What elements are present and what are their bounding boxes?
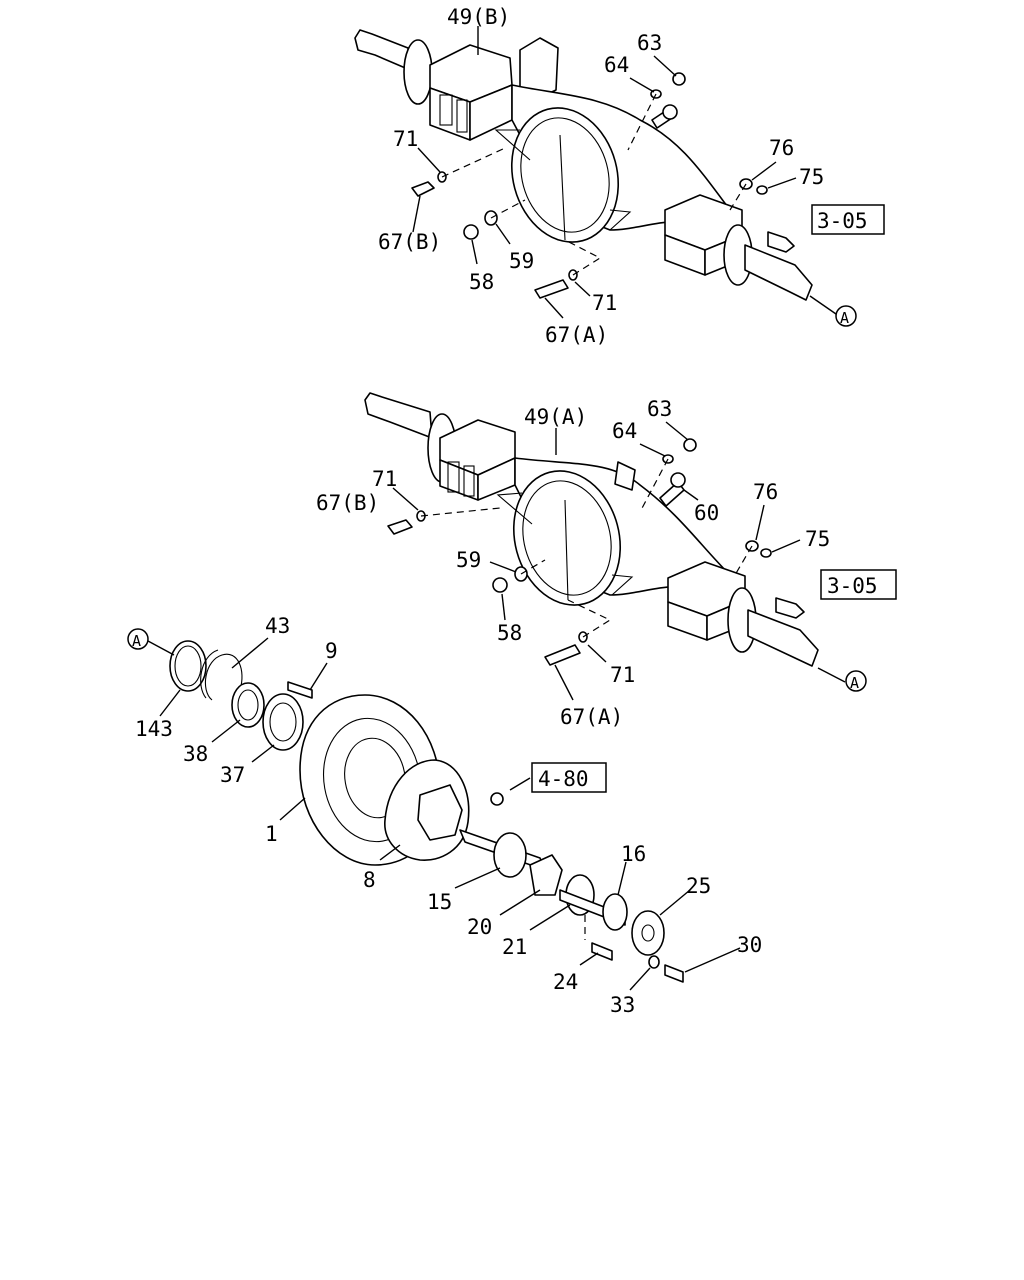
label-67b-mid: 67(B) (316, 491, 379, 515)
label-9: 9 (325, 639, 338, 663)
label-71-mid: 71 (372, 467, 397, 491)
middle-axle-housing (364, 392, 819, 667)
label-63-mid: 63 (647, 397, 672, 421)
ref-box-3-05-upper-text: 3-05 (817, 209, 868, 233)
label-67b: 67(B) (378, 230, 441, 254)
label-76: 76 (769, 136, 794, 160)
label-67a: 67(A) (545, 323, 608, 347)
hub-leader-lines (147, 637, 741, 991)
label-63: 63 (637, 31, 662, 55)
label-76-mid: 76 (753, 480, 778, 504)
circle-ref-a-hub (127, 628, 149, 650)
label-58: 58 (469, 270, 494, 294)
circle-ref-a-upper-text: A (840, 309, 849, 327)
label-60-mid: 60 (694, 501, 719, 525)
middle-leader-lines (392, 421, 846, 701)
ref-box-3-05-middle-text: 3-05 (827, 574, 878, 598)
hub-drum-assembly (169, 640, 684, 983)
label-71: 71 (393, 127, 418, 151)
label-housing-49b: 49(B) (447, 5, 510, 29)
circle-ref-a-upper (835, 305, 857, 327)
label-38: 38 (183, 742, 208, 766)
ref-box-3-05-middle (820, 569, 897, 600)
circle-ref-a-hub-text: A (132, 632, 141, 650)
label-143: 143 (135, 717, 173, 741)
label-25: 25 (686, 874, 711, 898)
label-64: 64 (604, 53, 629, 77)
label-75: 75 (799, 165, 824, 189)
label-71-lower: 71 (592, 291, 617, 315)
label-71-mid-lower: 71 (610, 663, 635, 687)
label-43: 43 (265, 614, 290, 638)
label-67a-mid: 67(A) (560, 705, 623, 729)
label-21: 21 (502, 935, 527, 959)
upper-labels: 49(B) 63 64 71 76 75 67(B) 58 59 71 67(A… (378, 5, 885, 347)
label-37: 37 (220, 763, 245, 787)
circle-ref-a-middle-text: A (850, 674, 859, 692)
upper-leader-lines (412, 26, 837, 319)
label-33: 33 (610, 993, 635, 1017)
label-16: 16 (621, 842, 646, 866)
label-8: 8 (363, 868, 376, 892)
label-20: 20 (467, 915, 492, 939)
label-30: 30 (737, 933, 762, 957)
hub-labels: A 43 9 143 38 37 1 8 15 16 20 21 25 24 3… (127, 614, 762, 1017)
label-75-mid: 75 (805, 527, 830, 551)
label-housing-49a: 49(A) (524, 405, 587, 429)
label-24: 24 (553, 970, 578, 994)
ref-box-3-05-upper (811, 204, 885, 235)
label-58-mid: 58 (497, 621, 522, 645)
upper-axle-housing (354, 29, 813, 301)
middle-labels: 49(A) 63 64 60 71 67(B) 76 75 59 58 71 6… (316, 397, 897, 729)
label-1: 1 (265, 822, 278, 846)
label-59: 59 (509, 249, 534, 273)
label-64-mid: 64 (612, 419, 637, 443)
ref-box-4-80 (531, 762, 607, 793)
label-59-mid: 59 (456, 548, 481, 572)
circle-ref-a-middle (845, 670, 867, 692)
label-15: 15 (427, 890, 452, 914)
ref-box-4-80-text: 4-80 (538, 767, 589, 791)
